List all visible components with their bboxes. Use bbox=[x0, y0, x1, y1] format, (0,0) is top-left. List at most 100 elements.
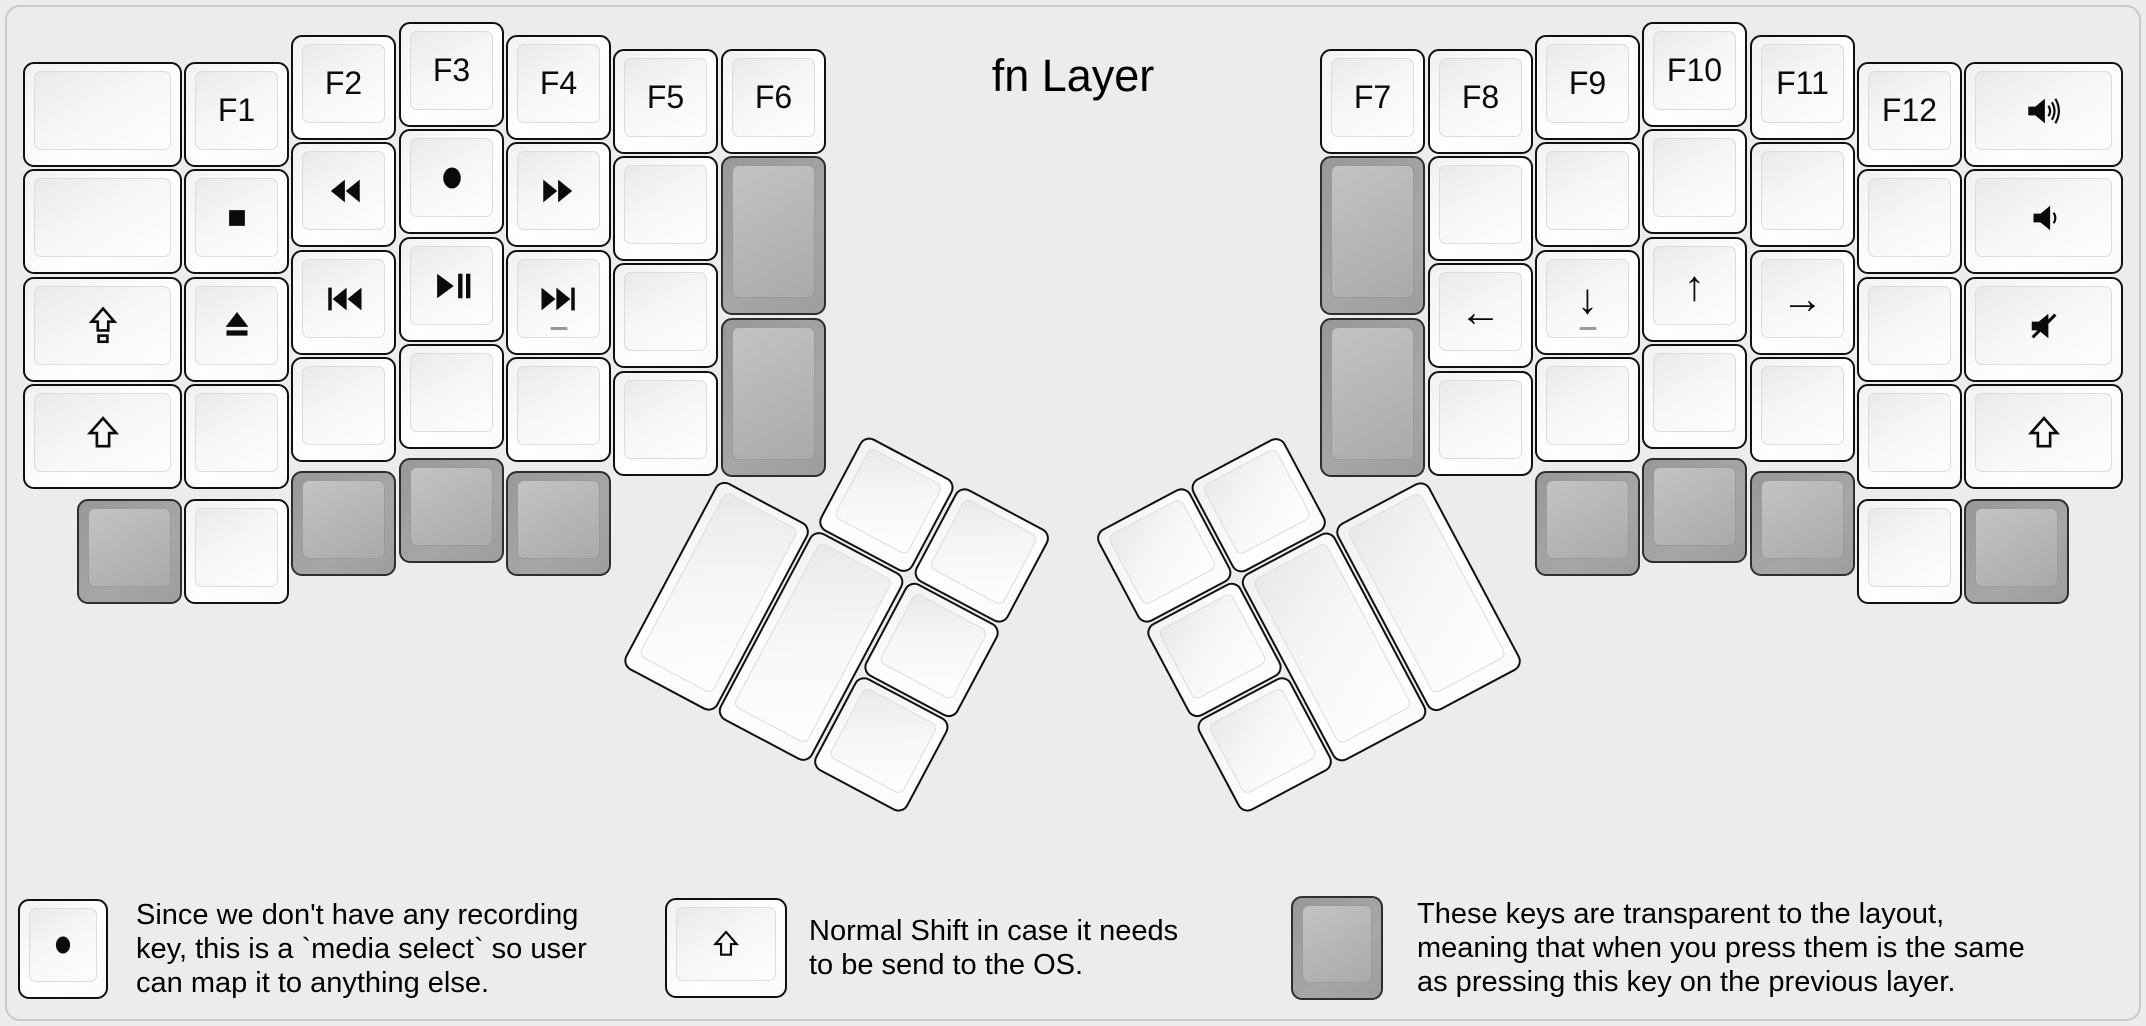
keycap-top bbox=[624, 380, 707, 459]
key-blank[interactable] bbox=[1428, 371, 1533, 476]
keycap-top bbox=[517, 151, 600, 230]
keycap-top bbox=[732, 327, 815, 460]
key-blank[interactable] bbox=[613, 156, 718, 261]
key-shift[interactable] bbox=[1964, 384, 2123, 489]
key-rewind[interactable] bbox=[291, 142, 396, 247]
keycap-top bbox=[1546, 151, 1629, 230]
key-f2[interactable]: F2 bbox=[291, 35, 396, 140]
key-f11[interactable]: F11 bbox=[1750, 35, 1855, 140]
keycap-top: F9 bbox=[1546, 44, 1629, 123]
key-record[interactable] bbox=[399, 129, 504, 234]
key-play-pause[interactable] bbox=[399, 237, 504, 342]
keycap-top bbox=[1868, 178, 1951, 257]
key-↓[interactable]: ↓ bbox=[1535, 250, 1640, 355]
rewind-icon bbox=[323, 170, 365, 212]
key-blank[interactable] bbox=[291, 357, 396, 462]
key-transparent[interactable] bbox=[77, 499, 182, 604]
key-transparent[interactable] bbox=[1750, 471, 1855, 576]
key-blank[interactable] bbox=[1535, 142, 1640, 247]
keycap-top: ↑ bbox=[1653, 246, 1736, 325]
key-label: F6 bbox=[754, 79, 793, 115]
key-f5[interactable]: F5 bbox=[613, 49, 718, 154]
keycap-top: F5 bbox=[624, 58, 707, 137]
key-blank[interactable] bbox=[613, 371, 718, 476]
key-capslock[interactable] bbox=[23, 277, 182, 382]
shift-icon bbox=[82, 412, 124, 454]
key-blank[interactable] bbox=[1857, 499, 1962, 604]
legend-sample-key bbox=[1291, 896, 1383, 1000]
keycap-top: F12 bbox=[1868, 71, 1951, 150]
keycap-top bbox=[1331, 165, 1414, 298]
key-transparent[interactable] bbox=[1964, 499, 2069, 604]
keycap-top bbox=[1546, 366, 1629, 445]
keycap-top bbox=[1653, 138, 1736, 217]
keycap-top bbox=[1975, 286, 2112, 365]
keycap-top bbox=[195, 393, 278, 472]
key-blank[interactable] bbox=[1428, 156, 1533, 261]
key-transparent[interactable] bbox=[291, 471, 396, 576]
key-blank[interactable] bbox=[1857, 169, 1962, 274]
shift-icon bbox=[709, 927, 743, 961]
key-next-track[interactable] bbox=[506, 250, 611, 355]
key-↑[interactable]: ↑ bbox=[1642, 237, 1747, 342]
key-f8[interactable]: F8 bbox=[1428, 49, 1533, 154]
key-blank[interactable] bbox=[184, 499, 289, 604]
key-f6[interactable]: F6 bbox=[721, 49, 826, 154]
key-f7[interactable]: F7 bbox=[1320, 49, 1425, 154]
key-label: F2 bbox=[324, 65, 363, 101]
key-mute[interactable] bbox=[1964, 277, 2123, 382]
keycap-top bbox=[1868, 286, 1951, 365]
eject-icon bbox=[216, 305, 258, 347]
key-blank[interactable] bbox=[184, 384, 289, 489]
key-blank[interactable] bbox=[506, 357, 611, 462]
key-transparent[interactable] bbox=[399, 458, 504, 563]
keycap-top bbox=[34, 286, 171, 365]
key-blank[interactable] bbox=[1642, 344, 1747, 449]
shift-icon bbox=[2023, 412, 2065, 454]
key-←[interactable]: ← bbox=[1428, 263, 1533, 368]
key-label: F9 bbox=[1568, 65, 1607, 101]
key-f3[interactable]: F3 bbox=[399, 22, 504, 127]
key-transparent[interactable] bbox=[721, 318, 826, 477]
key-transparent[interactable] bbox=[1320, 318, 1425, 477]
keycap-top bbox=[1302, 905, 1372, 983]
keycap-top: F3 bbox=[410, 31, 493, 110]
key-shift[interactable] bbox=[23, 384, 182, 489]
keycap-top bbox=[1975, 508, 2058, 587]
key-transparent[interactable] bbox=[1642, 458, 1747, 563]
key-volume-up[interactable] bbox=[1964, 62, 2123, 167]
key-f10[interactable]: F10 bbox=[1642, 22, 1747, 127]
key-blank[interactable] bbox=[613, 263, 718, 368]
key-blank[interactable] bbox=[1857, 277, 1962, 382]
key-prev-track[interactable] bbox=[291, 250, 396, 355]
key-transparent[interactable] bbox=[506, 471, 611, 576]
key-blank[interactable] bbox=[1750, 142, 1855, 247]
keycap-top bbox=[624, 272, 707, 351]
key-volume-down[interactable] bbox=[1964, 169, 2123, 274]
key-label: ↓ bbox=[1577, 274, 1598, 322]
key-transparent[interactable] bbox=[1320, 156, 1425, 315]
key-fast-forward[interactable] bbox=[506, 142, 611, 247]
fast-forward-icon bbox=[538, 170, 580, 212]
key-f4[interactable]: F4 bbox=[506, 35, 611, 140]
keycap-top bbox=[195, 178, 278, 257]
key-→[interactable]: → bbox=[1750, 250, 1855, 355]
keycap-top bbox=[676, 907, 776, 981]
key-transparent[interactable] bbox=[1535, 471, 1640, 576]
key-f1[interactable]: F1 bbox=[184, 62, 289, 167]
keycap-top bbox=[1761, 151, 1844, 230]
key-blank[interactable] bbox=[1857, 384, 1962, 489]
key-f9[interactable]: F9 bbox=[1535, 35, 1640, 140]
keycap-top bbox=[1868, 508, 1951, 587]
key-blank[interactable] bbox=[1642, 129, 1747, 234]
key-f12[interactable]: F12 bbox=[1857, 62, 1962, 167]
key-stop[interactable] bbox=[184, 169, 289, 274]
key-transparent[interactable] bbox=[721, 156, 826, 315]
key-blank[interactable] bbox=[23, 169, 182, 274]
key-eject[interactable] bbox=[184, 277, 289, 382]
key-blank[interactable] bbox=[1750, 357, 1855, 462]
key-blank[interactable] bbox=[23, 62, 182, 167]
key-blank[interactable] bbox=[1535, 357, 1640, 462]
key-blank[interactable] bbox=[399, 344, 504, 449]
